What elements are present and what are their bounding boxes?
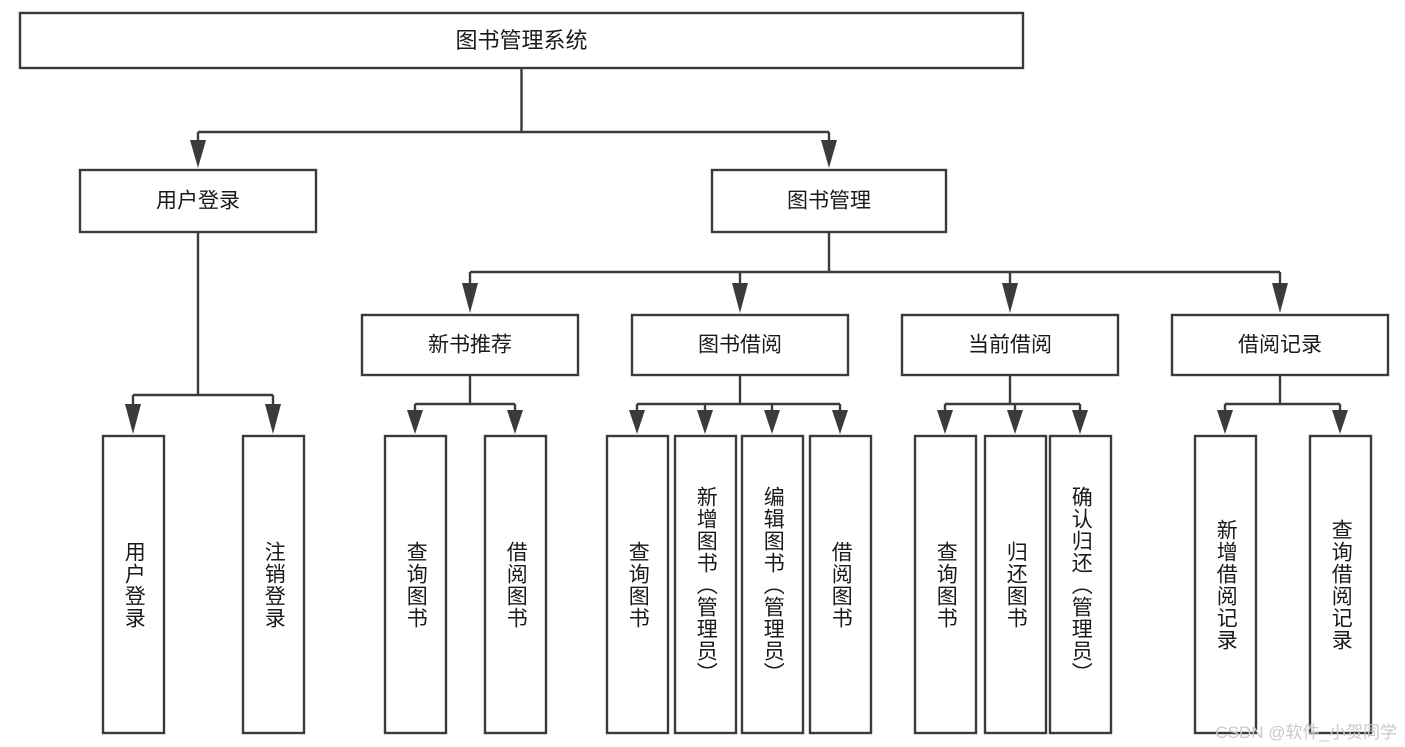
- arrowhead-new-book-rec: [462, 283, 478, 313]
- arrowhead-current-borrow: [1002, 283, 1018, 313]
- leaf-user-login-label: 用户登录: [122, 540, 146, 629]
- leaf-add-borrow-record-label: 新增借阅记录: [1214, 518, 1238, 651]
- node-user-login[interactable]: 用户登录: [78, 168, 318, 234]
- arrowhead-user-login: [190, 140, 206, 168]
- arrowhead-book-borrow: [732, 283, 748, 313]
- leaf-borrow-book-rec-box[interactable]: [483, 434, 548, 735]
- leaf-query-book-borrow-label: 查询图书: [626, 540, 650, 629]
- node-current-borrow[interactable]: 当前借阅: [900, 313, 1120, 377]
- node-root-title[interactable]: 图书管理系统: [18, 11, 1025, 70]
- leaf-query-borrow-record-box[interactable]: [1308, 434, 1373, 735]
- leaf-borrow-book-box[interactable]: [808, 434, 873, 735]
- leaf-logout-label: 注销登录: [262, 540, 286, 629]
- leaf-return-book-label: 归还图书: [1004, 540, 1028, 629]
- node-user-login-label: 用户登录: [156, 190, 240, 213]
- node-book-borrow[interactable]: 图书借阅: [630, 313, 850, 377]
- arrowhead-leaf-borrow-book: [832, 410, 848, 434]
- node-book-manage[interactable]: 图书管理: [710, 168, 948, 234]
- leaf-confirm-return-admin-box[interactable]: [1048, 434, 1113, 735]
- node-current-borrow-box: [900, 313, 1120, 377]
- node-user-login-box: [78, 168, 318, 234]
- connectors-newbookrec-to-leaves: [407, 375, 523, 434]
- node-book-manage-label: 图书管理: [787, 190, 871, 213]
- leaf-borrow-book-label: 借阅图书: [829, 540, 853, 629]
- arrowhead-leaf-return-book: [1007, 410, 1023, 434]
- arrowhead-leaf-add-book-admin: [697, 410, 713, 434]
- node-borrow-record-box: [1170, 313, 1390, 377]
- node-root-box: [18, 11, 1025, 70]
- leaf-query-book-borrow-box[interactable]: [605, 434, 670, 735]
- connectors-bookborrow-to-leaves: [629, 375, 848, 434]
- node-new-book-rec[interactable]: 新书推荐: [360, 313, 580, 377]
- leaf-query-book-current-box[interactable]: [913, 434, 978, 735]
- leaf-boxes: [101, 434, 1373, 735]
- connectors-borrowrecord-to-leaves: [1217, 375, 1348, 434]
- connectors-userlogin-to-leaves: [125, 232, 281, 434]
- arrowhead-leaf-add-borrow-record: [1217, 410, 1233, 434]
- leaf-edit-book-admin-box[interactable]: [740, 434, 805, 735]
- node-book-borrow-label: 图书借阅: [698, 334, 782, 357]
- node-new-book-rec-label: 新书推荐: [428, 334, 512, 357]
- leaf-query-borrow-record-label: 查询借阅记录: [1329, 518, 1353, 651]
- leaf-add-book-admin-label: 新增图书（管理员）: [694, 485, 718, 684]
- leaf-logout-box[interactable]: [241, 434, 306, 735]
- connectors-bookmanage-to-level3: [462, 232, 1288, 313]
- arrowhead-leaf-logout: [265, 404, 281, 434]
- arrowhead-leaf-borrow-book-rec: [507, 410, 523, 434]
- node-borrow-record-label: 借阅记录: [1238, 334, 1322, 357]
- leaf-query-book-rec-box[interactable]: [383, 434, 448, 735]
- leaf-borrow-book-rec-label: 借阅图书: [504, 540, 528, 629]
- arrowhead-book-manage: [821, 140, 837, 168]
- leaf-add-borrow-record-box[interactable]: [1193, 434, 1258, 735]
- leaf-edit-book-admin-label: 编辑图书（管理员）: [761, 485, 785, 684]
- arrowhead-leaf-user-login: [125, 404, 141, 434]
- csdn-watermark: CSDN @软件_小贺同学: [1215, 723, 1397, 742]
- leaf-query-book-current-label: 查询图书: [934, 540, 958, 629]
- connectors-root-to-level2: [190, 68, 837, 168]
- leaf-confirm-return-admin-label: 确认归还（管理员）: [1069, 485, 1093, 684]
- node-new-book-rec-box: [360, 313, 580, 377]
- node-borrow-record[interactable]: 借阅记录: [1170, 313, 1390, 377]
- arrowhead-leaf-query-book-borrow: [629, 410, 645, 434]
- leaf-user-login-box[interactable]: [101, 434, 166, 735]
- arrowhead-borrow-record: [1272, 283, 1288, 313]
- arrowhead-leaf-confirm-return-admin: [1072, 410, 1088, 434]
- leaf-query-book-rec-label: 查询图书: [404, 540, 428, 629]
- arrowhead-leaf-edit-book-admin: [764, 410, 780, 434]
- arrowhead-leaf-query-borrow-record: [1332, 410, 1348, 434]
- connectors-currentborrow-to-leaves: [937, 375, 1088, 434]
- node-book-borrow-box: [630, 313, 850, 377]
- leaf-return-book-box[interactable]: [983, 434, 1048, 735]
- node-current-borrow-label: 当前借阅: [968, 334, 1052, 357]
- arrowhead-leaf-query-book-rec: [407, 410, 423, 434]
- leaf-add-book-admin-box[interactable]: [673, 434, 738, 735]
- node-book-manage-box: [710, 168, 948, 234]
- node-root-label: 图书管理系统: [455, 28, 587, 53]
- arrowhead-leaf-query-book-current: [937, 410, 953, 434]
